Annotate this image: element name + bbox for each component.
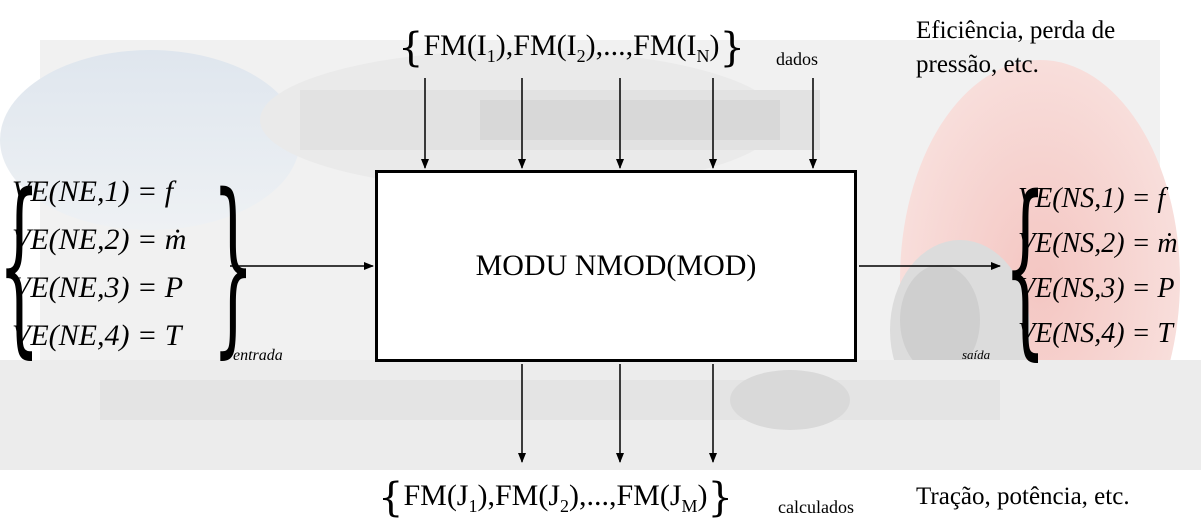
saida-brace: {	[1004, 156, 1047, 377]
saida-row-1: VE(NS,1) = f	[1018, 183, 1166, 214]
saida-label: saída	[962, 347, 991, 362]
saida-row-4: VE(NS,4) = T	[1018, 318, 1173, 349]
output-set-part: ),...,FM(J	[569, 479, 682, 512]
output-set-part: ),FM(J	[477, 479, 560, 512]
close-brace: }	[719, 25, 745, 71]
input-subscript: 1	[486, 46, 496, 66]
input-set-part: ),...,FM(I	[585, 29, 697, 62]
input-set-top: {FM(I1),FM(I2),...,FM(IN)}	[398, 28, 745, 68]
saida-row-3: VE(NS,3) = P	[1018, 273, 1175, 304]
input-subscript: 2	[576, 46, 586, 66]
output-set-part: FM(J	[403, 479, 469, 512]
input-set-part: )	[709, 29, 720, 62]
entrada-row-4: VE(NE,4) = T	[12, 319, 182, 352]
output-subscript: M	[681, 496, 698, 516]
input-note-line2: pressão, etc.	[916, 51, 1039, 78]
entrada-close-brace: }	[212, 154, 255, 375]
entrada-row-2: VE(NE,2) = ṁ	[12, 223, 187, 256]
input-set-part: FM(I	[423, 29, 487, 62]
output-subscript: 1	[468, 496, 478, 516]
entrada-label: entrada	[233, 347, 283, 364]
entrada-row-3: VE(NE,3) = P	[12, 271, 184, 304]
output-set-bottom: {FM(J1),FM(J2),...,FM(JM)}	[378, 478, 733, 518]
input-note-line1: Eficiência, perda de	[916, 17, 1116, 44]
output-subscript: 2	[560, 496, 569, 516]
saida-row-2: VE(NS,2) = ṁ	[1018, 228, 1178, 259]
output-set-label: calculados	[778, 497, 854, 517]
input-set-label: dados	[776, 49, 818, 69]
input-set-part: ),FM(I	[495, 29, 577, 62]
output-set-part: )	[697, 479, 708, 512]
output-note: Tração, potência, etc.	[916, 483, 1130, 510]
open-brace: {	[398, 25, 424, 71]
module-box: MODU NMOD(MOD)	[375, 170, 857, 362]
module-label: MODU NMOD(MOD)	[475, 249, 757, 282]
open-brace: {	[378, 475, 404, 521]
entrada-brace: {	[0, 154, 41, 375]
entrada-row-1: VE(NE,1) = f	[12, 175, 174, 208]
close-brace: }	[707, 475, 733, 521]
input-subscript: N	[696, 46, 710, 66]
